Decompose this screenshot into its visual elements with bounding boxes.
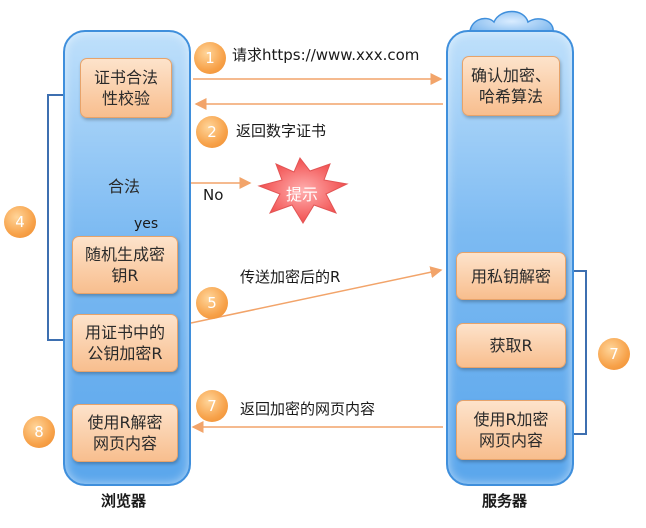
badge-1: 1 [194, 42, 226, 74]
msg-request: 请求https://www.xxx.com [232, 46, 420, 64]
step-private-decrypt: 用私钥解密 [456, 252, 566, 300]
alert-text: 提示 [286, 185, 319, 204]
browser-label: 浏览器 [101, 492, 147, 510]
bracket-step7 [563, 270, 587, 435]
step-encrypt-page: 使用R加密 网页内容 [456, 400, 566, 460]
arrow-send-r [190, 266, 443, 324]
badge-7-server: 7 [598, 338, 630, 370]
step-obtain-r: 获取R [456, 323, 566, 368]
badge-4: 4 [4, 206, 36, 238]
step-verify-cert: 证书合法 性校验 [80, 58, 172, 118]
badge-2: 2 [196, 116, 228, 148]
label-yes: yes [134, 216, 159, 232]
server-label: 服务器 [482, 492, 528, 510]
alert-star [257, 157, 349, 224]
msg-return-page: 返回加密的网页内容 [240, 400, 376, 418]
label-no: No [203, 186, 224, 204]
step-encrypt-key: 用证书中的 公钥加密R [72, 314, 178, 372]
badge-8: 8 [23, 416, 55, 448]
step-confirm-algo: 确认加密、 哈希算法 [462, 56, 560, 116]
msg-return-cert: 返回数字证书 [236, 122, 327, 140]
step-is-valid: 合法 [108, 177, 141, 196]
step-gen-key: 随机生成密 钥R [72, 236, 178, 294]
badge-5: 5 [196, 287, 228, 319]
msg-send-r: 传送加密后的R [240, 268, 341, 286]
bracket-step4 [47, 94, 70, 341]
badge-7-browser: 7 [196, 390, 228, 422]
cloud-icon [469, 10, 554, 37]
step-decrypt-page: 使用R解密 网页内容 [72, 404, 178, 462]
